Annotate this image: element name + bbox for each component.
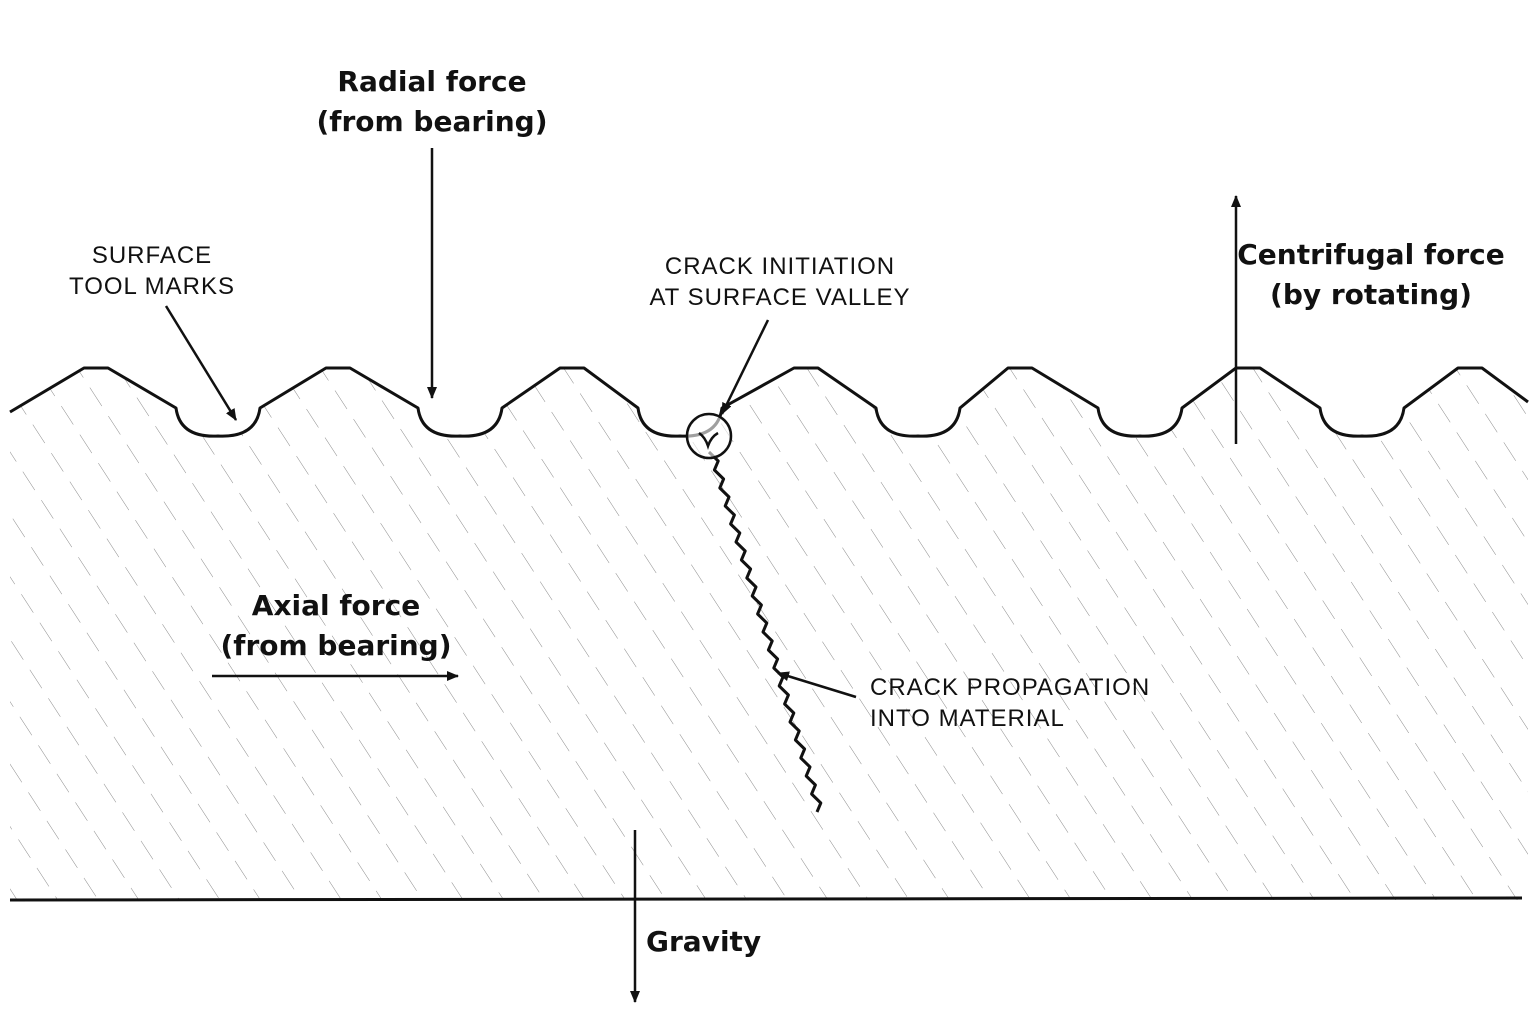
centrifugal-force-label: Centrifugal force (by rotating) [1237, 238, 1505, 311]
radial-force-label: Radial force (from bearing) [316, 65, 548, 138]
gravity-label: Gravity [646, 925, 762, 958]
crack-initiation-leader [720, 319, 770, 415]
surface-tool-marks-label: SURFACE TOOL MARKS [68, 242, 236, 300]
tool-marks-leader [164, 305, 238, 421]
crack-propagation-label: CRACK PROPAGATION INTO MATERIAL [870, 674, 1151, 732]
crack-initiation-label: CRACK INITIATION AT SURFACE VALLEY [649, 253, 911, 311]
surface-profile [9, 366, 1529, 438]
crack-propagation-leader [777, 671, 857, 699]
crack-path [707, 450, 823, 813]
material-hatching [10, 368, 1528, 900]
crack-initiation-notch [698, 431, 719, 450]
axial-force-label: Axial force (from bearing) [220, 589, 452, 662]
base-line [9, 896, 1523, 902]
crack-initiation-circle [685, 412, 733, 460]
